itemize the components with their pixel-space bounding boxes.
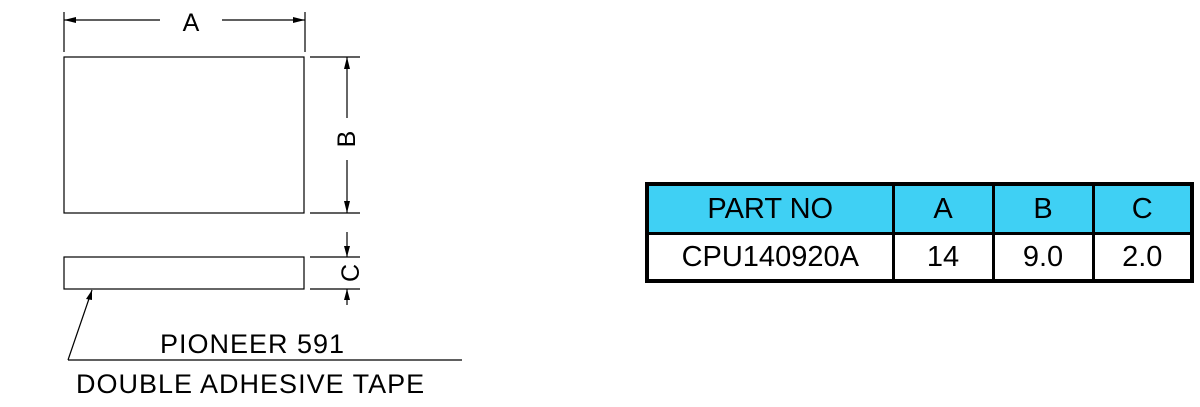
tape-note-line1: PIONEER 591 xyxy=(160,329,345,359)
cell-c: 2.0 xyxy=(1091,232,1194,283)
header-b: B xyxy=(991,182,1095,235)
side-view-outline xyxy=(63,256,305,290)
dimension-a xyxy=(63,12,306,52)
header-part-no: PART NO xyxy=(645,182,895,235)
cell-a: 14 xyxy=(891,232,995,283)
dimension-b-label: B xyxy=(333,131,361,148)
top-view-outline xyxy=(63,56,305,214)
arrowhead xyxy=(344,289,350,300)
cell-part-no: CPU140920A xyxy=(645,232,895,283)
leader-line xyxy=(67,289,462,361)
dimension-c-label: C xyxy=(337,264,365,282)
arrowhead xyxy=(86,290,92,300)
arrowhead xyxy=(293,17,305,23)
technical-drawing: A B C PIONEER 591 DOUBLE ADHESIVE TAPE xyxy=(63,9,462,399)
part-dimension-table: PART NO A B C CPU140920A 14 9.0 2.0 xyxy=(645,182,1194,283)
table-header-row: PART NO A B C xyxy=(645,182,1194,235)
cell-b: 9.0 xyxy=(991,232,1095,283)
arrowhead xyxy=(344,201,350,213)
dimension-a-label: A xyxy=(183,9,200,37)
table-row: CPU140920A 14 9.0 2.0 xyxy=(645,232,1194,283)
tape-note-line2: DOUBLE ADHESIVE TAPE xyxy=(76,369,425,399)
arrowhead xyxy=(344,246,350,257)
header-a: A xyxy=(891,182,995,235)
arrowhead xyxy=(344,57,350,69)
arrowhead xyxy=(64,17,76,23)
header-c: C xyxy=(1091,182,1194,235)
